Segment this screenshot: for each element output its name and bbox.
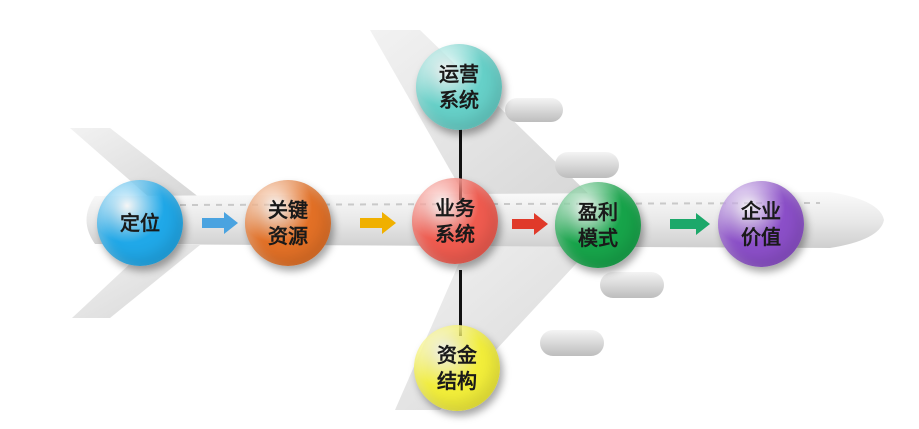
arrow-3-shape	[512, 213, 548, 235]
tail-fin-upper	[70, 128, 200, 198]
node-capital-structure-label: 资金结构	[437, 343, 477, 393]
arrow-2-shape	[360, 212, 396, 234]
node-operation-system: 运营系统	[416, 44, 502, 130]
node-capital-structure: 资金结构	[414, 325, 500, 411]
arrow-4-shape	[670, 213, 710, 235]
arrow-right-icon-1	[202, 212, 238, 234]
node-operation-system-label: 运营系统	[439, 62, 479, 112]
node-positioning-label: 定位	[120, 211, 160, 235]
arrow-1-shape	[202, 212, 238, 234]
node-enterprise-value: 企业价值	[718, 181, 804, 267]
node-business-system: 业务系统	[412, 178, 498, 264]
engine-3	[600, 272, 664, 298]
node-positioning: 定位	[97, 180, 183, 266]
engine-2	[555, 152, 619, 178]
arrow-right-icon-2	[360, 212, 396, 234]
node-profit-model: 盈利模式	[555, 182, 641, 268]
arrow-right-icon-4	[670, 213, 710, 235]
arrow-right-icon-3	[512, 213, 548, 235]
engine-1	[505, 98, 563, 122]
connector-top	[459, 110, 462, 200]
node-key-resources: 关键资源	[245, 180, 331, 266]
tail-fin-lower	[72, 245, 200, 318]
node-key-resources-label: 关键资源	[268, 198, 308, 248]
engine-4	[540, 330, 604, 356]
node-business-system-label: 业务系统	[435, 196, 475, 246]
node-enterprise-value-label: 企业价值	[741, 199, 781, 249]
node-profit-model-label: 盈利模式	[578, 200, 618, 250]
connector-bottom	[459, 270, 462, 336]
